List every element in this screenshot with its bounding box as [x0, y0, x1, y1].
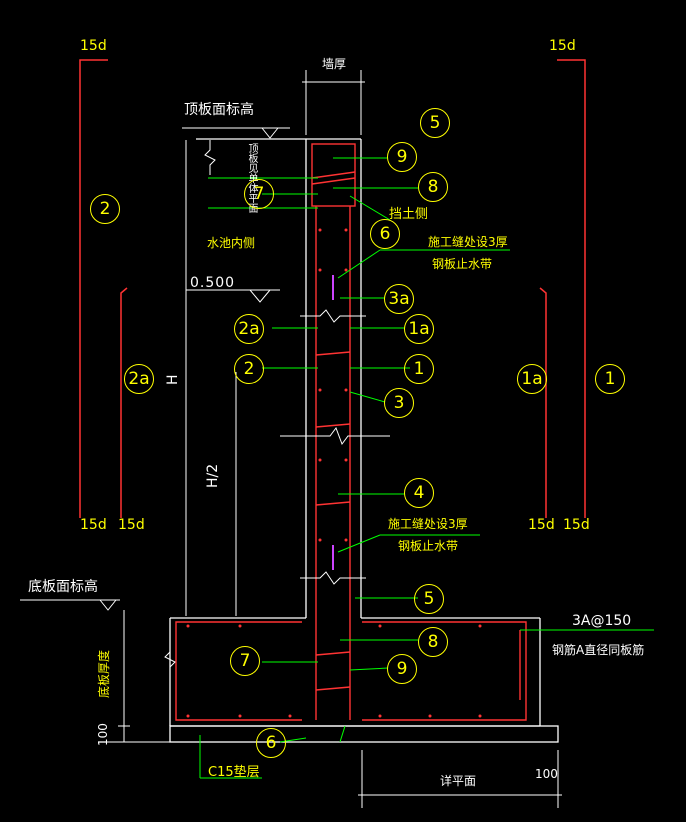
rebar-spec-label: 3A@150 — [572, 613, 632, 629]
left-bottom-15d-label-1: 15d — [80, 517, 107, 533]
left-top-15d-label: 15d — [80, 38, 107, 54]
water-stop-label-2: 钢板止水带 — [398, 539, 459, 553]
slab-thickness-label: 底板厚度 — [97, 649, 111, 698]
detail-plan-label: 详平面 — [440, 774, 477, 788]
leader-lines — [199, 157, 654, 779]
soil-side-label: 挡土侧 — [389, 207, 429, 222]
right-top-15d-label: 15d — [549, 38, 576, 54]
slab-rebar — [175, 621, 527, 721]
right-bottom-15d-label-1: 15d — [528, 517, 555, 533]
top-slab-elevation-label: 顶板面标高 — [184, 102, 254, 118]
elevation-0500-label: 0.500 — [190, 275, 236, 291]
wall-thickness-label: 墙厚 — [322, 57, 347, 71]
rebar-note-label: 钢筋A直径同板筋 — [552, 643, 645, 657]
bubble-9-bottom: 9 — [387, 654, 417, 684]
pool-inner-side-label: 水池内侧 — [207, 236, 256, 250]
bubble-3: 3 — [384, 388, 414, 418]
break-lines — [164, 140, 390, 680]
right-bottom-15d-label-2: 15d — [563, 517, 590, 533]
bubble-1a-wall: 1a — [404, 314, 434, 344]
bubble-2a-left: 2a — [124, 364, 154, 394]
height-dimension-label: H — [165, 374, 181, 385]
dimension-lines — [20, 70, 562, 808]
bottom-slab-elevation-label: 底板面标高 — [28, 579, 98, 595]
construction-joint-label-1: 施工缝处设3厚 — [428, 235, 508, 249]
bubble-7-bottom: 7 — [230, 646, 260, 676]
wall-rebar — [311, 143, 356, 720]
bubble-3a: 3a — [384, 284, 414, 314]
c15-cushion-label: C15垫层 — [208, 765, 260, 780]
bubble-2-wall: 2 — [234, 354, 264, 384]
bubble-2-left: 2 — [90, 194, 120, 224]
right-outer-rebar — [539, 59, 586, 518]
bubble-9-top: 9 — [387, 142, 417, 172]
bottom-slab-outline — [169, 617, 559, 743]
bubble-1-wall: 1 — [404, 354, 434, 384]
dim-100-left-label: 100 — [96, 723, 110, 746]
dim-100-right-label: 100 — [535, 767, 558, 781]
left-bottom-15d-label-2: 15d — [118, 517, 145, 533]
bubble-8-top: 8 — [418, 172, 448, 202]
bubble-5-top: 5 — [420, 108, 450, 138]
bubble-8-bottom: 8 — [418, 627, 448, 657]
bubble-7-top: 7 — [244, 179, 274, 209]
half-height-dimension-label: H/2 — [205, 463, 221, 488]
water-stop-label-1: 钢板止水带 — [432, 257, 493, 271]
bubble-1-right: 1 — [595, 364, 625, 394]
left-outer-rebar — [79, 59, 128, 518]
bubble-6-bottom: 6 — [256, 728, 286, 758]
top-slab-vertical-label: 顶板见单体平面 — [246, 143, 257, 213]
bubble-2a-wall: 2a — [234, 314, 264, 344]
bubble-6-top: 6 — [370, 219, 400, 249]
bubble-4: 4 — [404, 478, 434, 508]
wall-outline — [196, 138, 362, 618]
rebar-dots — [186, 228, 482, 718]
construction-joint-label-2: 施工缝处设3厚 — [388, 517, 468, 531]
bubble-5-bottom: 5 — [414, 584, 444, 614]
bubble-1a-right: 1a — [517, 364, 547, 394]
